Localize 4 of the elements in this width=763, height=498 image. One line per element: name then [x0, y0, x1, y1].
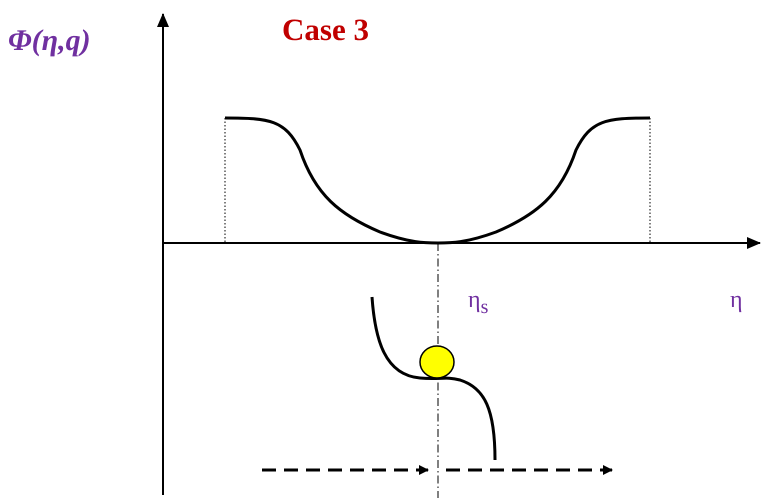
- axis-label: η: [730, 288, 743, 312]
- axis-label: Φ(η,q): [8, 26, 91, 56]
- axis-label: η$_{s}$: [468, 288, 488, 317]
- title: Case 3: [282, 14, 369, 45]
